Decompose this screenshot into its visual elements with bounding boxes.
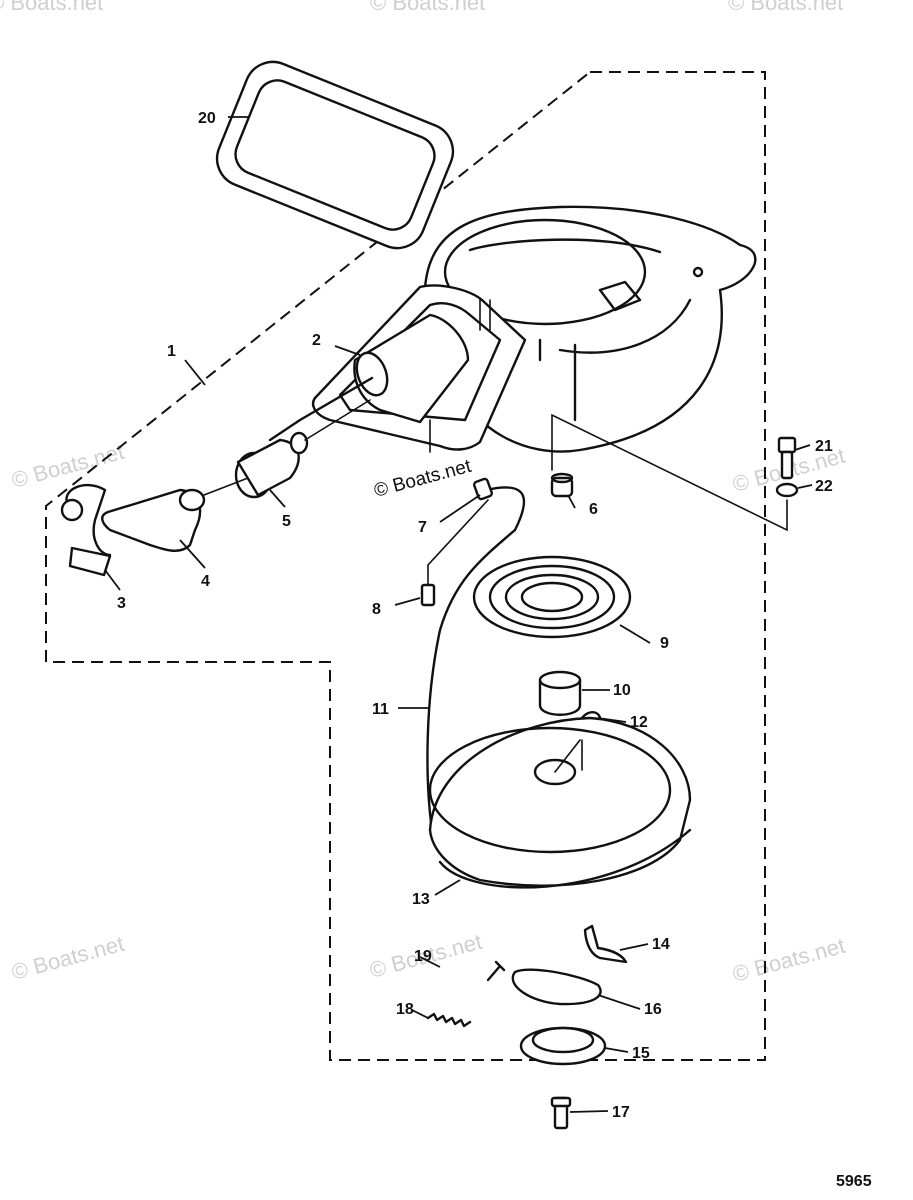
part-5-handle-grip [234,399,371,499]
callout-19: 19 [414,948,432,965]
part-15-cap [519,1026,607,1066]
callout-4: 4 [201,573,210,590]
part-14-pawl [583,924,628,964]
part-22-washer [775,482,799,498]
callout-22: 22 [815,478,833,495]
callout-5: 5 [282,513,291,530]
watermark-top-left: © Boats.net [0,0,103,15]
callout-21: 21 [815,438,833,455]
part-20-seal [215,60,455,250]
callout-7: 7 [418,519,427,536]
part-3-anchor-clip [60,484,112,577]
callout-11: 11 [372,701,389,718]
callout-1: 1 [167,343,176,360]
part-2-rope-guide [311,284,527,453]
part-9-recoil-spring [472,555,632,639]
callout-6: 6 [589,501,598,518]
figure-number: 5965 [836,1173,872,1190]
part-4-handle [101,477,249,552]
watermark-top-right: © Boats.net [728,0,843,15]
part-18-spring [426,1012,472,1028]
part-8-screw [420,499,489,607]
part-6-bushing [550,472,574,498]
callout-labels: 20 2 1 3 4 5 6 7 8 9 10 11 12 13 14 19 1… [117,110,833,1121]
part-10-sleeve [538,670,582,716]
callout-3: 3 [117,595,126,612]
callout-18: 18 [396,1001,414,1018]
part-19-pin [486,960,506,982]
callout-2: 2 [312,332,321,349]
callout-8: 8 [372,601,381,618]
callout-12: 12 [630,714,648,731]
leader-lines [104,116,813,1113]
part-21-bolt [777,436,797,480]
watermark-lower-right: © Boats.net [730,933,848,987]
callout-10: 10 [613,682,631,699]
watermark-top-center: © Boats.net [370,0,485,15]
callout-14: 14 [652,936,670,953]
starter-housing [423,205,757,453]
callout-13: 13 [412,891,430,908]
part-13-pulley [428,716,692,889]
watermark-mid-left: © Boats.net [9,439,127,493]
callout-15: 15 [632,1045,650,1062]
guide-line-bolt [551,413,788,532]
part-7-eyelet [472,477,494,501]
part-11-starter-rope [268,376,526,832]
callout-16: 16 [644,1001,662,1018]
part-17-screw [550,1096,572,1130]
watermark-center-dark: © Boats.net [372,456,474,502]
callout-20: 20 [198,110,216,127]
callout-9: 9 [660,635,669,652]
assembly-boundary [45,71,766,1061]
watermark-lower-left: © Boats.net [9,931,127,985]
callout-17: 17 [612,1104,630,1121]
part-16-plate [511,968,602,1006]
